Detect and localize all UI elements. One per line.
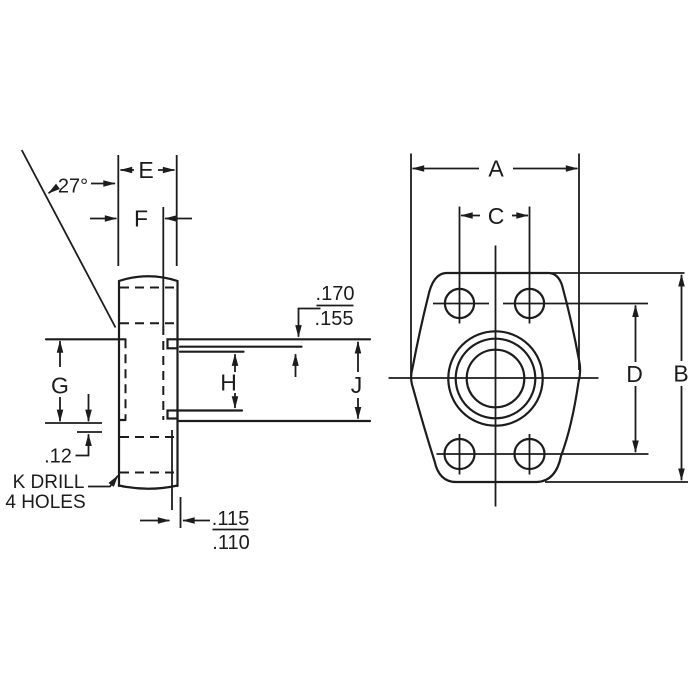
dim-standoff-115-110: .115 .110 bbox=[140, 508, 250, 554]
upper-notch bbox=[166, 338, 179, 350]
offset-leader-up bbox=[75, 433, 92, 457]
dim-gap-170-155: .170 .155 bbox=[292, 283, 355, 377]
c-label: C bbox=[488, 203, 505, 229]
dim-d: D bbox=[626, 304, 643, 453]
h-label: H bbox=[220, 370, 237, 396]
dim-f: F bbox=[90, 206, 192, 326]
dim-c: C bbox=[458, 203, 531, 324]
g-label: G bbox=[51, 373, 69, 399]
dim-j: J bbox=[351, 341, 363, 420]
drill-note: K DRILL 4 HOLES bbox=[5, 472, 119, 513]
angle-reference-line bbox=[20, 149, 117, 328]
angle-label: 27° bbox=[58, 176, 88, 198]
drill-note-line2: 4 HOLES bbox=[5, 492, 85, 513]
dim-g: G bbox=[45, 340, 102, 424]
standoff-upper-label: .115 bbox=[212, 508, 249, 530]
side-view: 27° bbox=[5, 149, 372, 554]
flange-body-outline bbox=[44, 275, 182, 528]
dim-a: A bbox=[410, 153, 580, 376]
j-label: J bbox=[351, 372, 363, 398]
offset-label: .12 bbox=[44, 446, 72, 468]
bolt-holes bbox=[433, 287, 649, 475]
f-label: F bbox=[134, 206, 148, 232]
gap-lower-label: .155 bbox=[315, 308, 354, 330]
e-label: E bbox=[138, 157, 153, 183]
dim-h: H bbox=[220, 353, 239, 409]
hidden-lines bbox=[120, 286, 177, 474]
centerlines bbox=[388, 245, 599, 507]
standoff-lower-label: .110 bbox=[212, 532, 249, 554]
b-label: B bbox=[673, 361, 688, 387]
a-label: A bbox=[488, 156, 504, 182]
body-sides-top bbox=[117, 275, 179, 488]
flange-face-outline bbox=[410, 271, 582, 484]
body-bottom-arc bbox=[117, 484, 179, 490]
port-lines bbox=[176, 338, 372, 423]
angle-dimension: 27° bbox=[20, 149, 117, 328]
drill-note-line1: K DRILL bbox=[13, 472, 85, 493]
dim-offset-12: .12 bbox=[44, 394, 102, 468]
gap-upper-label: .170 bbox=[316, 283, 355, 305]
angle-arrow-left bbox=[47, 183, 60, 194]
front-view: A C D B bbox=[388, 153, 689, 507]
lower-notch bbox=[166, 409, 179, 420]
d-label: D bbox=[626, 361, 643, 387]
dim-e: E bbox=[117, 155, 178, 266]
drill-note-leader bbox=[88, 474, 119, 488]
dim-b: B bbox=[545, 272, 689, 483]
gap-leader-down bbox=[295, 307, 321, 338]
